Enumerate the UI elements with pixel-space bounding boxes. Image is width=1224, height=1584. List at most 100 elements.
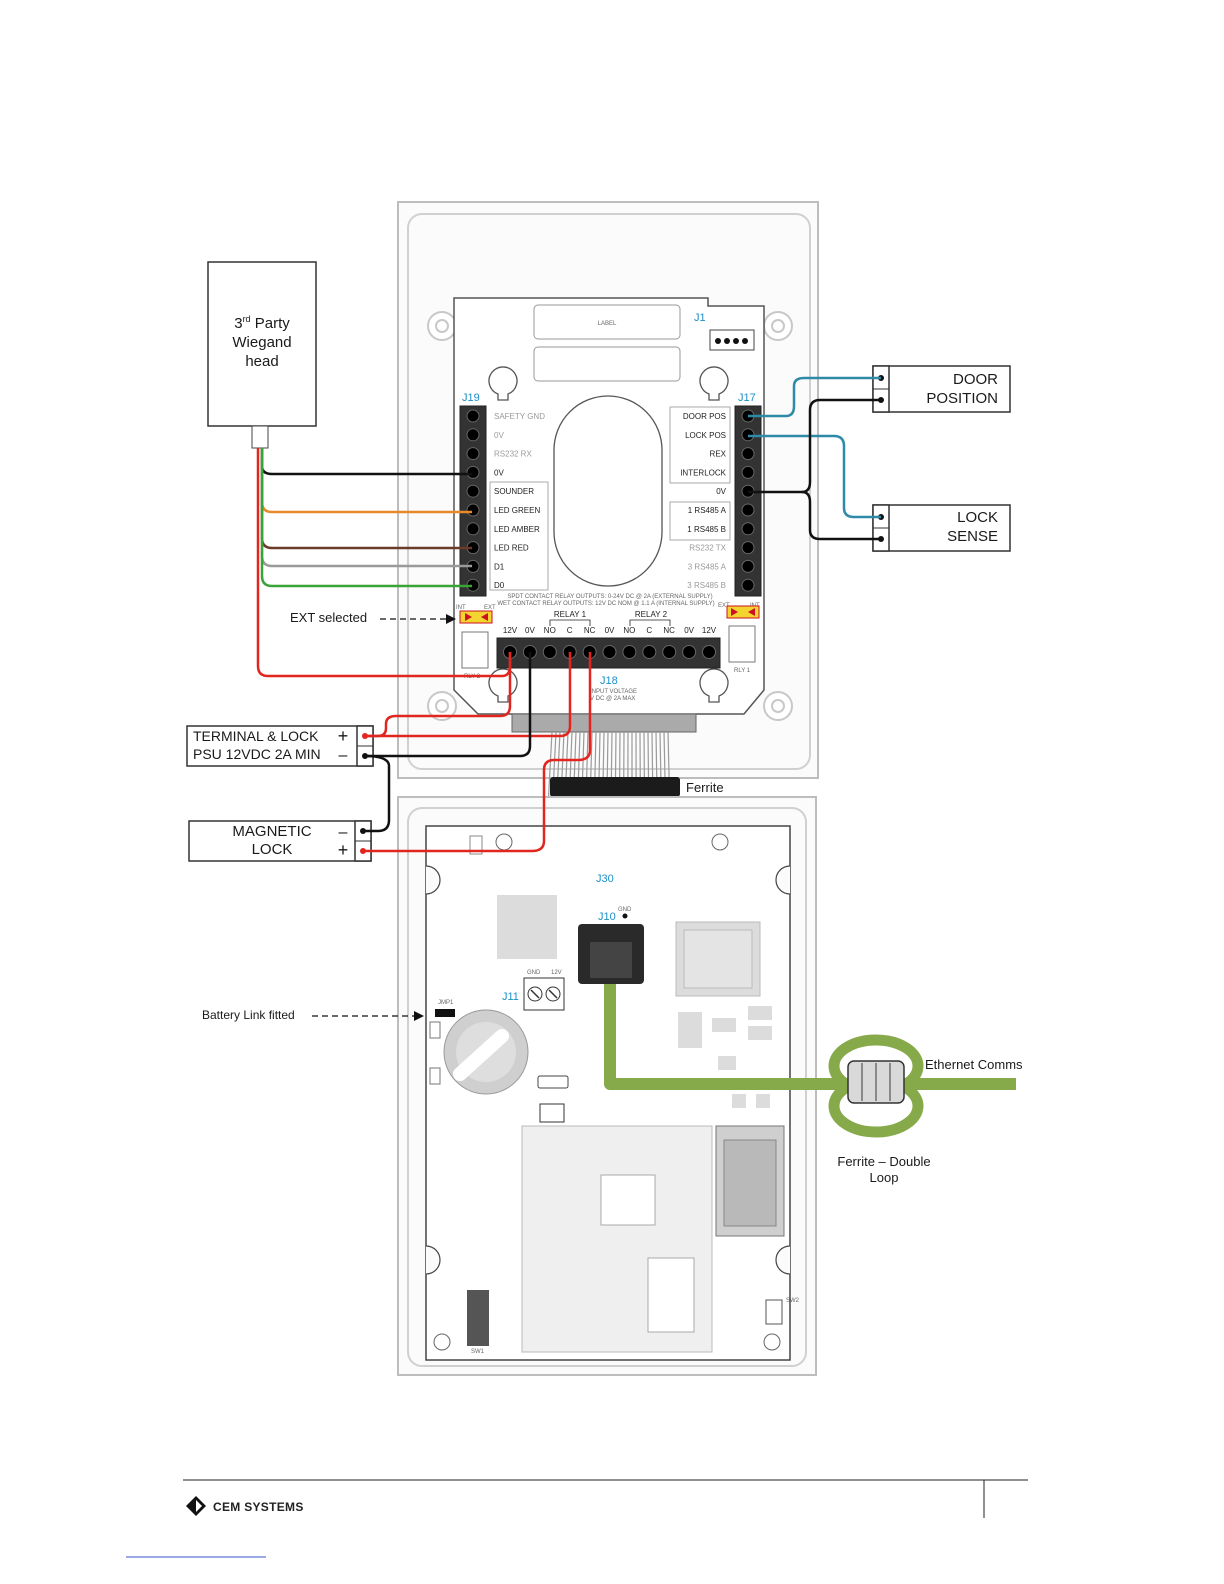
j19-pin-label: D1 xyxy=(494,562,505,571)
j17-pin xyxy=(741,522,755,536)
ferrite-core xyxy=(550,777,680,797)
j19-pin xyxy=(466,465,480,479)
spec-line-2: WET CONTACT RELAY OUTPUTS: 12V DC NOM @ … xyxy=(497,601,714,607)
j18-label: J18 xyxy=(600,675,618,687)
j18-pin-label: C xyxy=(567,626,573,635)
j19-pin-label: 0V xyxy=(494,431,504,440)
j11-gnd-label: GND xyxy=(527,970,541,976)
jmp1-label: JMP1 xyxy=(438,1000,454,1006)
j17-pin-label: 0V xyxy=(716,487,726,496)
j19-pin-label: LED GREEN xyxy=(494,506,540,515)
power-wires xyxy=(363,652,592,853)
relay1-label: RELAY 1 xyxy=(554,610,587,619)
wiegand-head: 3rd Party Wiegand head xyxy=(207,261,317,449)
j18-pin xyxy=(602,645,617,659)
j18-pin xyxy=(682,645,697,659)
j17-pin-label: 1 RS485 A xyxy=(688,506,727,515)
j17-pin xyxy=(741,503,755,517)
right-ext-label: EXT xyxy=(718,603,730,609)
j19-pin xyxy=(466,522,480,536)
j17-pin-label: 3 RS485 B xyxy=(687,581,726,590)
wiegand-wires xyxy=(256,448,512,678)
lock-sense-line1: LOCK xyxy=(957,509,998,526)
j19-pin-label: SAFETY GND xyxy=(494,412,545,421)
relay2-label: RELAY 2 xyxy=(635,610,668,619)
brand-text: CEM SYSTEMS xyxy=(213,1500,304,1514)
j18-pin-label: 0V xyxy=(605,626,615,635)
sensor-wires xyxy=(748,376,881,541)
cem-logo: CEM SYSTEMS xyxy=(186,1496,304,1516)
j18-pin-label: 12V xyxy=(702,626,717,635)
j17-pin xyxy=(741,465,755,479)
psu-box: TERMINAL & LOCK PSU 12VDC 2A MIN + – xyxy=(186,725,374,767)
j18-pin-label: NO xyxy=(623,626,635,635)
wiegand-line3: head xyxy=(245,353,278,370)
j19-label: J19 xyxy=(462,392,480,404)
j19-pin-label: LED RED xyxy=(494,544,529,553)
left-int-label: INT xyxy=(456,605,466,611)
j19-pin xyxy=(466,409,480,423)
j11-label: J11 xyxy=(502,991,519,1003)
magnetic-lock-line2: LOCK xyxy=(252,841,293,858)
j18-pin xyxy=(702,645,716,659)
psu-minus: – xyxy=(339,747,348,764)
label-text: LABEL xyxy=(598,321,617,327)
j11-12v-label: 12V xyxy=(551,970,562,976)
battery-link-label: Battery Link fitted xyxy=(202,1008,295,1022)
j17-pin-label: REX xyxy=(710,450,727,459)
spec-line-1: SPDT CONTACT RELAY OUTPUTS: 0-24V DC @ 2… xyxy=(507,594,712,600)
j19-pin xyxy=(466,503,480,517)
ethernet-cable xyxy=(604,984,1016,1138)
j1-label: J1 xyxy=(694,312,706,324)
input-voltage-1: INPUT VOLTAGE xyxy=(590,689,637,695)
lock-sense-sensor: LOCK SENSE xyxy=(872,504,1011,552)
ext-selected-label: EXT selected xyxy=(290,610,367,625)
ferrite-label: Ferrite xyxy=(686,780,724,795)
j18-pin-label: 0V xyxy=(525,626,535,635)
j17-pin-label: DOOR POS xyxy=(683,412,726,421)
psu-plus: + xyxy=(338,726,349,746)
ext-jumper-left xyxy=(459,610,493,624)
j17-pin-label: INTERLOCK xyxy=(680,468,726,477)
j17-pin xyxy=(741,541,755,555)
j18-pin-label: 0V xyxy=(684,626,694,635)
battery-link xyxy=(435,1009,455,1017)
j19-pin-label: 0V xyxy=(494,468,504,477)
wiegand-line1: 3rd Party xyxy=(234,314,290,332)
psu-line2: PSU 12VDC 2A MIN xyxy=(193,746,321,762)
ext-jumper-right xyxy=(726,605,760,619)
j19-pin-label: D0 xyxy=(494,581,505,590)
j18-pin-label: NO xyxy=(544,626,556,635)
sw1-label: SW1 xyxy=(471,1349,485,1355)
j17-pin-label: 3 RS485 A xyxy=(688,562,727,571)
ferrite-double-line1: Ferrite – Double xyxy=(837,1154,930,1169)
wiegand-line2: Wiegand xyxy=(232,334,291,351)
j18-pin-label: C xyxy=(646,626,652,635)
j17-pin-label: 1 RS485 B xyxy=(687,525,726,534)
ferrite-double-line2: Loop xyxy=(870,1170,899,1185)
j19-pin xyxy=(466,428,480,442)
door-position-line1: DOOR xyxy=(953,371,998,388)
magnetic-lock-plus: + xyxy=(338,840,349,860)
j18-pin-label: 12V xyxy=(503,626,518,635)
j17-pin xyxy=(741,578,755,592)
j18-pin-label: NC xyxy=(663,626,675,635)
j17-pin xyxy=(741,447,755,461)
j18-pin xyxy=(542,645,557,659)
input-voltage-2: V DC @ 2A MAX xyxy=(590,696,635,702)
sw2-label: SW2 xyxy=(786,1298,800,1304)
j19-pin-label: RS232 RX xyxy=(494,450,532,459)
lock-sense-line2: SENSE xyxy=(947,528,998,545)
magnetic-lock-minus: – xyxy=(339,824,348,841)
ethernet-label: Ethernet Comms xyxy=(925,1057,1023,1072)
magnetic-lock-box: MAGNETIC LOCK – + xyxy=(188,820,372,862)
j18-pin xyxy=(622,645,637,659)
j19-pin xyxy=(466,447,480,461)
left-ext-label: EXT xyxy=(484,605,496,611)
door-position-sensor: DOOR POSITION xyxy=(872,365,1011,413)
j18-pin xyxy=(662,645,677,659)
rly1-label: RLY 1 xyxy=(734,668,751,674)
door-position-line2: POSITION xyxy=(926,390,998,407)
